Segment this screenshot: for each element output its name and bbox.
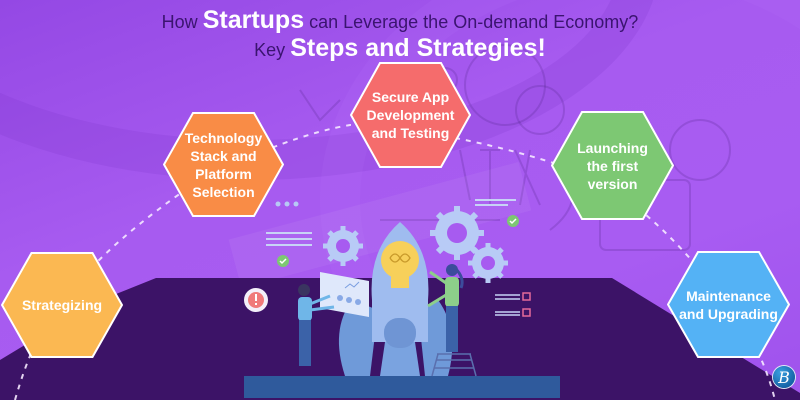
title-text: How [161,12,203,32]
title-highlight: Startups [202,6,305,34]
step-secure-app-development: Secure App Development and Testing [350,62,471,168]
ladder [431,353,477,377]
step-label: Maintenance and Upgrading [679,287,778,322]
check-icon [277,215,519,267]
step-strategizing: Strategizing [1,252,123,358]
step-maintenance: Maintenance and Upgrading [667,251,790,358]
step-technology-stack: Technology Stack and Platform Selection [163,112,284,217]
hexagon-shape [350,62,471,168]
step-label: Secure App Development and Testing [366,89,455,141]
step-label: Technology Stack and Platform Selection [184,129,263,200]
title-line-1: How Startups can Leverage the On-demand … [0,6,800,35]
lightbulb-icon [381,241,419,288]
step-launching: Launching the first version [551,111,674,220]
step-label: Strategizing [21,297,103,313]
checkbox-list-icon [495,292,531,317]
title-highlight: Steps and Strategies! [290,34,546,62]
person-man [298,284,335,366]
title-line-2: Key Steps and Strategies! [0,34,800,63]
brand-logo-icon: B [773,366,795,388]
logo-glyph: B [778,367,790,387]
step-label: Launching the first version [577,139,648,192]
hexagon-shape [667,251,790,358]
hexagon-shape [1,252,123,358]
title-text: can Leverage the On-demand Economy? [304,12,639,32]
hexagon-shape [163,112,284,217]
person-woman [427,264,464,352]
dashboard-panel [320,272,369,317]
gear-icon [323,206,508,283]
hexagon-shape [551,111,674,220]
title-text: Key [254,40,291,60]
alert-icon [244,288,268,312]
